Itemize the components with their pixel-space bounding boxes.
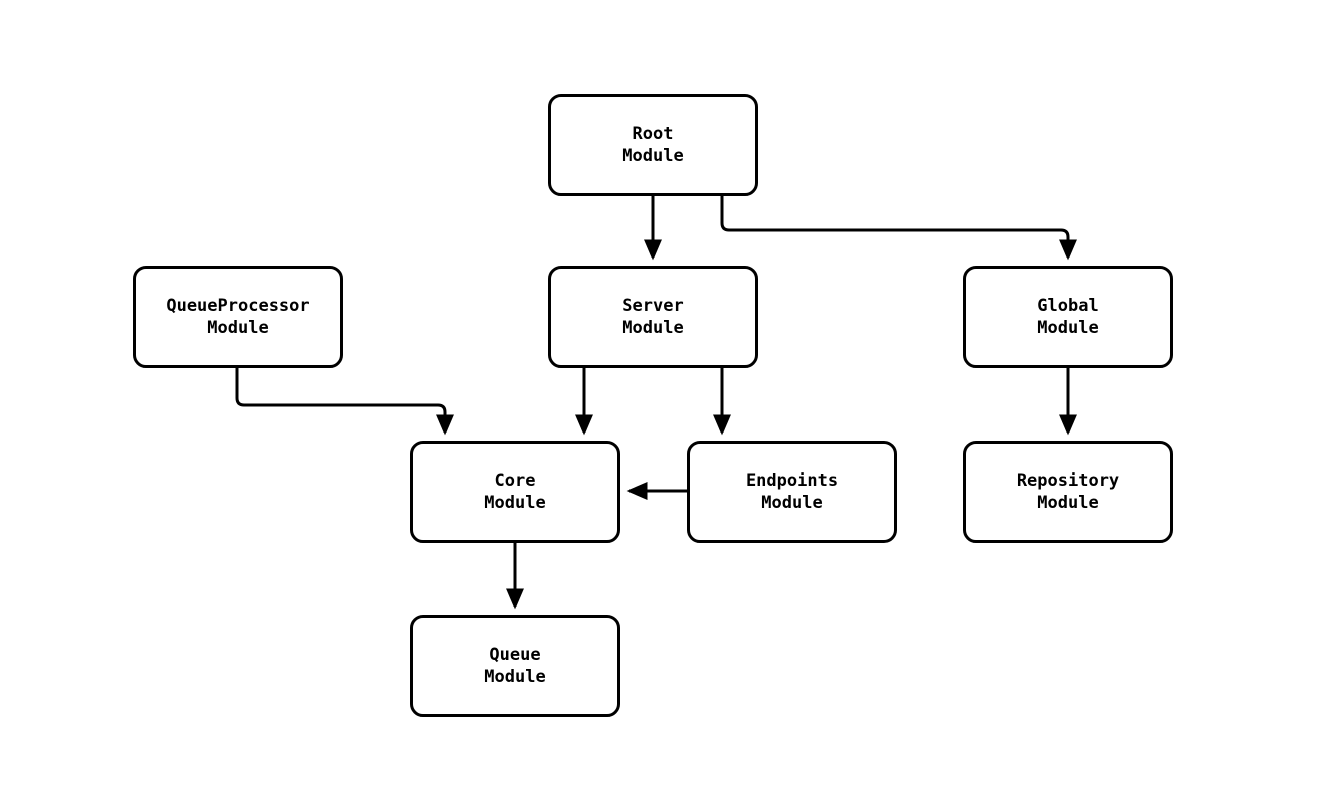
node-endpoints-module[interactable]: Endpoints Module — [687, 441, 897, 543]
node-server-module[interactable]: Server Module — [548, 266, 758, 368]
node-root-module-line2: Module — [622, 146, 684, 166]
node-server-module-line1: Server — [622, 296, 684, 316]
node-core-module-line2: Module — [484, 493, 546, 513]
node-repository-module[interactable]: Repository Module — [963, 441, 1173, 543]
node-global-module-line1: Global — [1037, 296, 1099, 316]
node-global-module-line2: Module — [1037, 318, 1099, 338]
node-global-module[interactable]: Global Module — [963, 266, 1173, 368]
node-queueprocessor-module[interactable]: QueueProcessor Module — [133, 266, 343, 368]
node-endpoints-module-line1: Endpoints — [745, 471, 839, 491]
node-core-module[interactable]: Core Module — [410, 441, 620, 543]
node-queueprocessor-module-line1: QueueProcessor — [166, 296, 310, 316]
node-repository-module-line2: Module — [1037, 493, 1099, 513]
edge-root-to-global — [720, 196, 1077, 261]
node-queue-module-line1: Queue — [489, 645, 541, 665]
edge-queueprocessor-to-core — [235, 368, 454, 436]
node-endpoints-module-line2: Module — [761, 493, 823, 513]
node-server-module-line2: Module — [622, 318, 684, 338]
node-repository-module-line1: Repository — [1016, 471, 1120, 491]
node-queueprocessor-module-line2: Module — [207, 318, 269, 338]
node-queue-module[interactable]: Queue Module — [410, 615, 620, 717]
node-root-module-line1: Root — [632, 124, 674, 144]
node-queue-module-line2: Module — [484, 667, 546, 687]
node-core-module-line1: Core — [494, 471, 536, 491]
node-root-module[interactable]: Root Module — [548, 94, 758, 196]
